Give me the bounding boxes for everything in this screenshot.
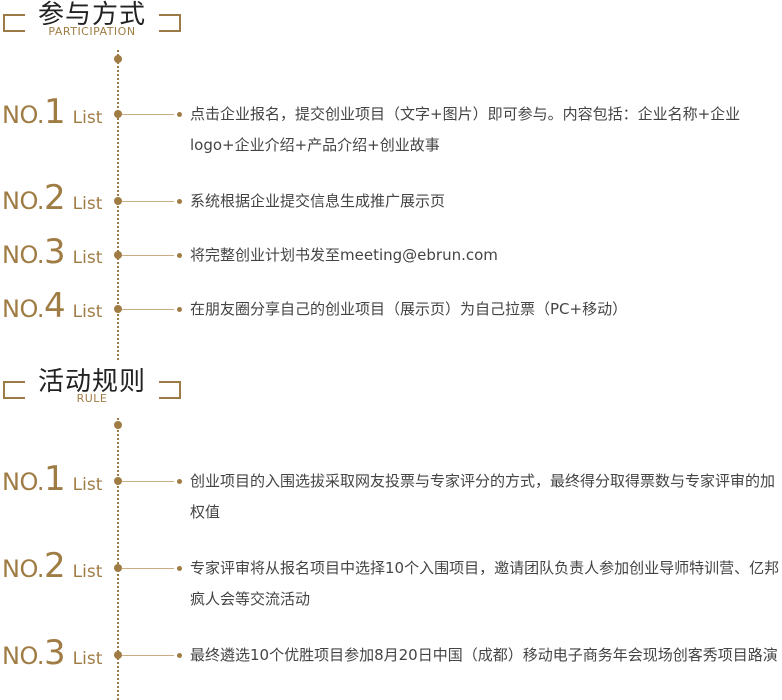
item-number: NO.3 List bbox=[2, 232, 102, 272]
connector-line bbox=[122, 481, 174, 482]
section-subtitle: RULE bbox=[70, 392, 114, 405]
timeline-node bbox=[114, 564, 122, 572]
timeline-node bbox=[114, 197, 122, 205]
item-number: NO.2 List bbox=[2, 546, 102, 586]
connector-line bbox=[122, 655, 174, 656]
item-number: NO.2 List bbox=[2, 178, 102, 218]
item-text: 系统根据企业提交信息生成推广展示页 bbox=[190, 192, 446, 210]
connector-line bbox=[122, 309, 174, 310]
item-prefix: NO. bbox=[2, 468, 45, 496]
title-bracket-left bbox=[3, 14, 25, 32]
item-suffix: List bbox=[72, 108, 103, 128]
timeline-line bbox=[117, 50, 119, 360]
item-prefix: NO. bbox=[2, 295, 45, 323]
section-title-box: 活动规则 RULE bbox=[3, 367, 181, 405]
item-prefix: NO. bbox=[2, 187, 45, 215]
bullet-dot bbox=[177, 307, 182, 312]
item-index: 1 bbox=[44, 459, 66, 499]
item-text: 专家评审将从报名项目中选择10个入围项目，邀请团队负责人参加创业导师特训营、亿邦… bbox=[190, 559, 780, 608]
item-suffix: List bbox=[72, 649, 103, 669]
item-prefix: NO. bbox=[2, 555, 45, 583]
item-text: 将完整创业计划书发至meeting@ebrun.com bbox=[190, 246, 498, 264]
section-title: 活动规则 bbox=[31, 367, 152, 397]
bullet-dot bbox=[177, 566, 182, 571]
item-prefix: NO. bbox=[2, 101, 45, 129]
bullet-dot bbox=[177, 653, 182, 658]
item-index: 1 bbox=[44, 92, 66, 132]
item-number: NO.1 List bbox=[2, 459, 102, 499]
timeline-line bbox=[117, 418, 119, 700]
bullet-dot bbox=[177, 199, 182, 204]
item-index: 2 bbox=[44, 178, 66, 218]
item-text: 在朋友圈分享自己的创业项目（展示页）为自己拉票（PC+移动） bbox=[190, 300, 628, 318]
connector-line bbox=[122, 568, 174, 569]
bullet-dot bbox=[177, 112, 182, 117]
item-number: NO.1 List bbox=[2, 92, 102, 132]
timeline-node bbox=[114, 651, 122, 659]
item-suffix: List bbox=[72, 475, 103, 495]
item-text: 创业项目的入围选拔采取网友投票与专家评分的方式，最终得分取得票数与专家评审的加权… bbox=[190, 472, 776, 521]
item-suffix: List bbox=[72, 248, 103, 268]
connector-line bbox=[122, 255, 174, 256]
item-number: NO.4 List bbox=[2, 286, 102, 326]
item-text: 点击企业报名，提交创业项目（文字+图片）即可参与。内容包括：企业名称+企业log… bbox=[190, 105, 741, 154]
timeline-node bbox=[114, 251, 122, 259]
timeline-node bbox=[114, 110, 122, 118]
item-prefix: NO. bbox=[2, 241, 45, 269]
item-number: NO.3 List bbox=[2, 633, 102, 673]
item-index: 3 bbox=[44, 232, 66, 272]
section-subtitle: PARTICIPATION bbox=[42, 25, 142, 38]
section-title: 参与方式 bbox=[31, 0, 152, 30]
item-suffix: List bbox=[72, 194, 103, 214]
connector-line bbox=[122, 201, 174, 202]
connector-line bbox=[122, 114, 174, 115]
item-suffix: List bbox=[72, 562, 103, 582]
timeline-start-dot bbox=[114, 55, 122, 63]
section-title-box: 参与方式 PARTICIPATION bbox=[3, 0, 181, 38]
item-index: 3 bbox=[44, 633, 66, 673]
item-index: 2 bbox=[44, 546, 66, 586]
title-bracket-right bbox=[159, 14, 181, 32]
item-prefix: NO. bbox=[2, 642, 45, 670]
item-suffix: List bbox=[72, 302, 103, 322]
title-bracket-left bbox=[3, 381, 25, 399]
timeline-node bbox=[114, 305, 122, 313]
timeline-node bbox=[114, 477, 122, 485]
bullet-dot bbox=[177, 253, 182, 258]
item-text: 最终遴选10个优胜项目参加8月20日中国（成都）移动电子商务年会现场创客秀项目路… bbox=[190, 646, 778, 664]
title-bracket-right bbox=[159, 381, 181, 399]
item-index: 4 bbox=[44, 286, 66, 326]
timeline-start-dot bbox=[114, 421, 122, 429]
bullet-dot bbox=[177, 479, 182, 484]
